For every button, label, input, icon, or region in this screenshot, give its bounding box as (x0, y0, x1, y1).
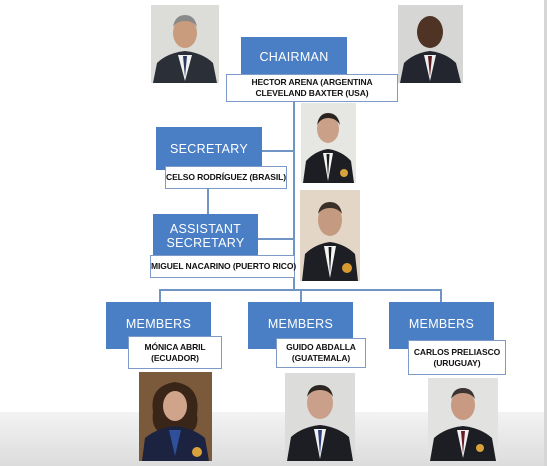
assistant-secretary-name-box: MIGUEL NACARINO (PUERTO RICO) (150, 255, 297, 278)
member-name-1-line-2: (ECUADOR) (151, 352, 199, 363)
portrait-photo-icon (285, 373, 355, 461)
member-name-box-3: CARLOS PRELIASCO (URUGUAY) (408, 340, 506, 375)
connector-member-1 (159, 289, 161, 302)
chairman-box: CHAIRMAN (241, 37, 347, 77)
assistant-secretary-name: MIGUEL NACARINO (PUERTO RICO) (151, 261, 297, 271)
member-name-1-line-1: MÓNICA ABRIL (144, 341, 206, 352)
member-name-2-line-2: (GUATEMALA) (291, 353, 351, 363)
secretary-box: SECRETARY (156, 127, 262, 170)
member-name-box-2: GUIDO ABDALLA (GUATEMALA) (276, 338, 366, 368)
portrait-photo-icon (300, 190, 360, 281)
connector-secretary-assistant (207, 186, 209, 214)
portrait-photo-icon (151, 5, 219, 83)
connector-member-3 (440, 289, 442, 302)
member-title-1: MEMBERS (125, 316, 192, 331)
connector-trunk (293, 100, 295, 290)
connector-member-2 (300, 289, 302, 302)
portrait-photo-icon (301, 103, 356, 183)
connector-assistant (258, 238, 295, 240)
chairman-title: CHAIRMAN (259, 50, 329, 64)
portrait-photo-icon (428, 378, 498, 461)
member-name-3-line-1: CARLOS PRELIASCO (413, 346, 501, 357)
portrait-photo-icon (139, 372, 212, 461)
portrait-photo-icon (398, 5, 463, 83)
portrait-photo-chairman-left (151, 5, 219, 83)
portrait-photo-secretary (301, 103, 356, 183)
member-title-3: MEMBERS (408, 316, 475, 331)
member-name-2-line-1: GUIDO ABDALLA (286, 342, 356, 352)
chairman-name-1: HECTOR ARENA (ARGENTINA (251, 77, 373, 87)
portrait-photo-member-3 (428, 378, 498, 461)
portrait-photo-member-2 (285, 373, 355, 461)
assistant-secretary-box: ASSISTANT SECRETARY (153, 214, 258, 258)
member-name-3-line-2: (URUGUAY) (433, 357, 481, 368)
chairman-name-2: CLEVELAND BAXTER (USA) (255, 88, 369, 98)
assistant-title-line-1: ASSISTANT (169, 222, 242, 236)
assistant-title-line-2: SECRETARY (166, 236, 245, 250)
portrait-photo-assistant-secretary (300, 190, 360, 281)
secretary-name-box: CELSO RODRÍGUEZ (BRASIL) (165, 166, 287, 189)
portrait-photo-member-1 (139, 372, 212, 461)
portrait-photo-chairman-right (398, 5, 463, 83)
chairman-names: HECTOR ARENA (ARGENTINA CLEVELAND BAXTER… (226, 74, 398, 102)
secretary-title: SECRETARY (170, 141, 248, 156)
member-name-box-1: MÓNICA ABRIL (ECUADOR) (128, 336, 222, 369)
member-title-2: MEMBERS (267, 316, 334, 331)
window-edge (544, 0, 547, 466)
connector-secretary (262, 150, 295, 152)
secretary-name: CELSO RODRÍGUEZ (BRASIL) (166, 172, 286, 182)
